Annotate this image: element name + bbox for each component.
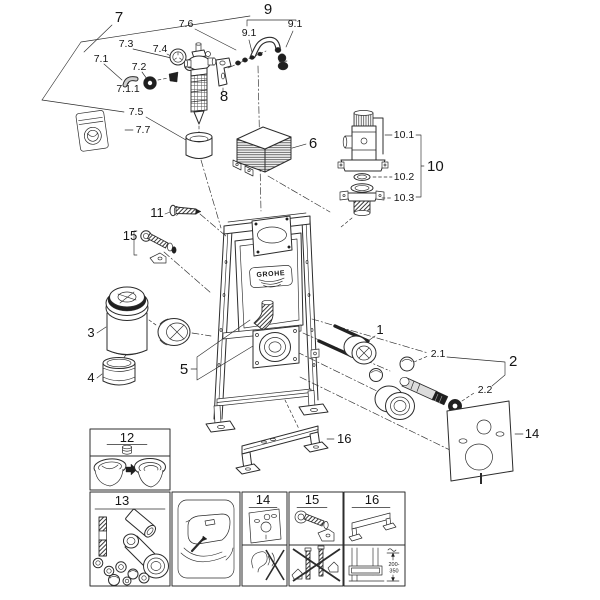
- pencil-icon: [190, 537, 205, 553]
- kit-box-16-number: 16: [365, 492, 379, 507]
- cross-out: [292, 548, 341, 582]
- sleeve-pipe-icon: [125, 508, 157, 538]
- cross-out: [265, 549, 285, 581]
- callout-15: 15: [123, 228, 137, 243]
- callout-9-1b: 9.1: [288, 18, 303, 30]
- service-opening: [251, 215, 293, 257]
- part-4-group: 4: [87, 357, 136, 386]
- callout-8: 8: [220, 88, 228, 105]
- callout-7-4: 7.4: [153, 43, 168, 55]
- support-rail-icon: [348, 512, 397, 542]
- callout-11: 11: [150, 205, 164, 220]
- seal-ring: [353, 173, 371, 181]
- mounting-height-diagram: 200- 350: [348, 547, 400, 582]
- callout-6: 6: [309, 135, 317, 152]
- callout-10-1: 10.1: [394, 129, 415, 141]
- toilet-closeup-illustration: [180, 513, 234, 563]
- spacer-sleeve: [343, 335, 377, 365]
- elbow-cap: [157, 318, 191, 346]
- callout-7-2: 7.2: [132, 61, 147, 73]
- callout-10-3: 10.3: [394, 192, 415, 204]
- kit-box-12-number: 12: [120, 430, 134, 445]
- toilet-swap-illustration: [93, 458, 166, 488]
- part-3-group: 3: [87, 286, 191, 356]
- kit-box-16: 16 200- 350: [343, 491, 406, 587]
- part-7-group: 7 7.6 7.3 7.4 7.1 7.2 7.1.1 7.5 7.7: [41, 9, 251, 159]
- callout-7-7: 7.7: [136, 124, 151, 136]
- callout-7-1-1: 7.1.1: [116, 83, 140, 95]
- kit-box-13-number: 13: [115, 493, 129, 508]
- mounting-height-value-bottom: 350: [389, 569, 398, 575]
- part-11-group: 11: [150, 204, 202, 220]
- callout-2: 2: [509, 353, 517, 370]
- part-14-group: 14: [446, 400, 539, 484]
- hose-nut: [235, 60, 241, 66]
- callout-14: 14: [525, 426, 539, 441]
- arrow-icon: [125, 463, 138, 476]
- kit-box-12: 12: [89, 428, 171, 491]
- flanged-sleeve: [374, 385, 415, 420]
- part-15-group: 15: [123, 228, 177, 264]
- callout-16: 16: [337, 431, 351, 446]
- callout-7-3: 7.3: [119, 38, 134, 50]
- kit-box-14-number: 14: [256, 492, 270, 507]
- grommet-part: [143, 76, 157, 90]
- outlet-plate: [252, 325, 300, 369]
- gasket-icon: [122, 444, 132, 455]
- no-bolts-icon: [291, 545, 341, 582]
- washers-icon: [92, 557, 150, 586]
- brand-badge: GROHE: [249, 265, 293, 288]
- frame-group: GROHE 5: [180, 212, 329, 433]
- kit-box-closeup: [171, 491, 241, 587]
- flush-bend: [253, 299, 274, 331]
- callout-3: 3: [87, 325, 94, 340]
- filter-cup: [185, 132, 213, 159]
- mounting-height-value-top: 200-: [388, 562, 399, 568]
- tank-connector: [339, 183, 385, 216]
- flanged-pipe-icon: [123, 533, 169, 579]
- part-16-group: 16: [235, 425, 351, 475]
- callout-7-5: 7.5: [129, 106, 144, 118]
- part-6-group: 6: [232, 126, 317, 177]
- callout-7: 7: [115, 9, 123, 26]
- part-9-group: 9 9.1 9.1: [235, 1, 303, 71]
- part-10-group: 10.1 10.2 10.3 10: [337, 110, 444, 216]
- callout-2-2: 2.2: [478, 384, 493, 396]
- kit-box-15: 15: [288, 491, 344, 587]
- callout-9: 9: [264, 1, 272, 18]
- no-noise-icon: [251, 549, 285, 581]
- wall-anchor-icon: [294, 510, 335, 542]
- kit-box-13: 13: [89, 491, 171, 587]
- part-8-group: 8: [215, 57, 232, 105]
- callout-7-6: 7.6: [179, 18, 194, 30]
- callout-10: 10: [427, 158, 444, 175]
- brand-logo-text: GROHE: [256, 270, 285, 279]
- callout-7-1: 7.1: [94, 53, 109, 65]
- kit-box-15-number: 15: [305, 492, 319, 507]
- filter-valve: [184, 42, 217, 125]
- callout-10-2: 10.2: [394, 171, 415, 183]
- kit-box-14: 14: [241, 491, 288, 587]
- stud-bolt-icon: [98, 516, 107, 557]
- callout-4: 4: [87, 370, 94, 385]
- cone-fitting: [168, 71, 179, 83]
- spare-seal-packet: [75, 110, 109, 152]
- callout-5: 5: [180, 361, 188, 378]
- callout-1: 1: [376, 322, 383, 337]
- callout-2-1: 2.1: [431, 348, 446, 360]
- insulation-panel-icon: [248, 508, 282, 544]
- callout-9-1a: 9.1: [242, 27, 257, 39]
